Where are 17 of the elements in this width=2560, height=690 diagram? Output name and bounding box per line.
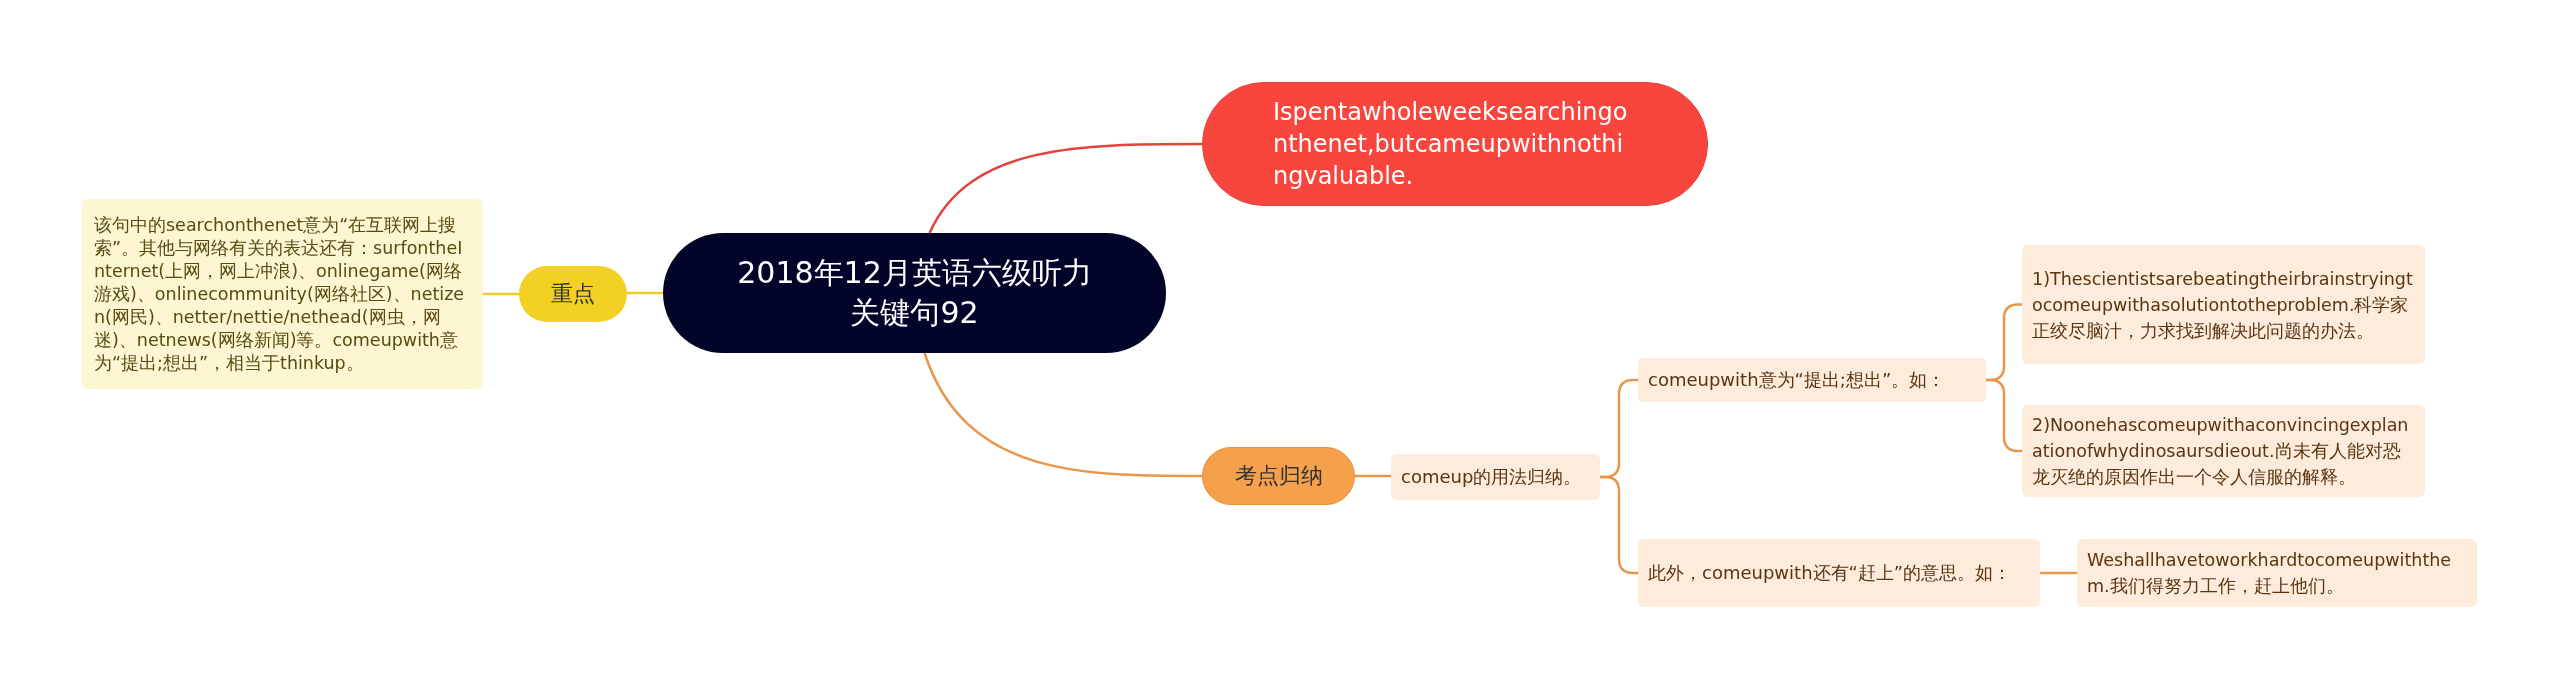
subtopic-box: comeup的用法归纳。 <box>1391 454 1600 500</box>
topic-pill: Ispentawholeweeksearchingonthenet,butcameupwithnothingvaluable. <box>1202 82 1708 206</box>
connector-line <box>928 142 1202 234</box>
example-box: 1)Thescientistsarebeatingtheirbrainstryingtocomeupwithasolutiontotheproblem.科学家正绞尽脑汁，力求找到解决此问题的办法。 <box>2022 245 2425 364</box>
note-box: 该句中的searchonthenet意为“在互联网上搜索”。其他与网络有关的表达还有：surfontheInternet(上网，网上冲浪)、onlinegame(网络游戏)、onlinecommunity(网络社区)、netizen(网民)、netter/nettie/nethead(网虫，网迷)、netnews(网络新闻)等。comeupwith意为“提出;想出”，相当于thinkup。 <box>82 199 483 389</box>
connector-line <box>627 291 663 295</box>
central-topic-pill: 2018年12月英语六级听力关键句92 <box>663 233 1166 353</box>
topic-pill: 重点 <box>519 266 627 322</box>
subtopic-box: 此外，comeupwith还有“赶上”的意思。如： <box>1638 539 2040 607</box>
example-box: Weshallhavetoworkhardtocomeupwiththem.我们得努力工作，赶上他们。 <box>2077 539 2477 607</box>
connector-line <box>1355 474 1391 478</box>
connector-line <box>2040 571 2077 575</box>
topic-pill: 考点归纳 <box>1202 447 1355 505</box>
subtopic-box: comeupwith意为“提出;想出”。如： <box>1638 358 1986 402</box>
connector-line <box>923 352 1202 478</box>
example-box: 2)Noonehascomeupwithaconvincingexplanationofwhydinosaursdieout.尚未有人能对恐龙灭绝的原因作出一个令人信服的解释。 <box>2022 405 2425 497</box>
connector-line <box>483 292 519 296</box>
